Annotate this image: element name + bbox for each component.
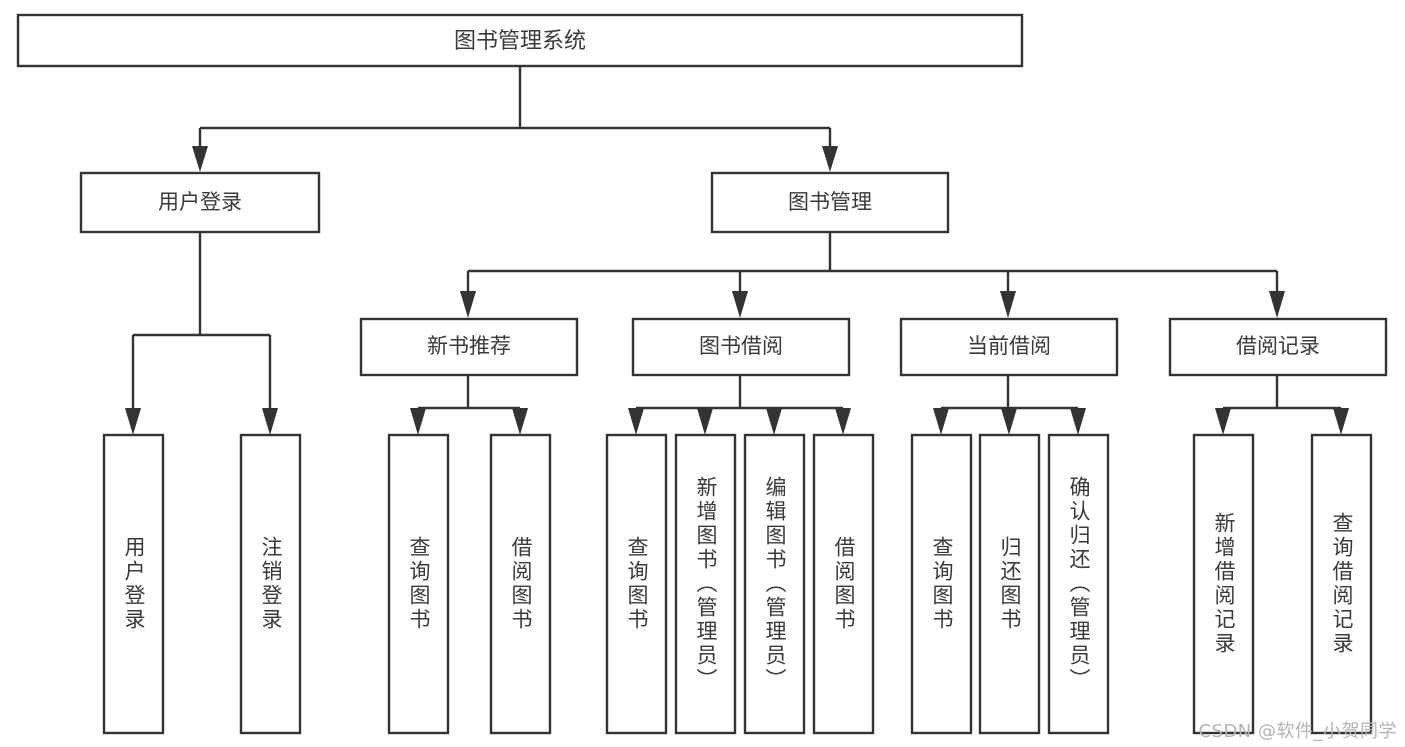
arrow-head-cb-leaf-1 [933,408,949,435]
leaf-box-book-borrow-2[interactable] [743,433,806,735]
connector-group-book-borrow [628,375,851,435]
arrow-head-book-manage [822,146,838,172]
arrow-head-leaf-logout [262,408,278,435]
arrow-head-br-leaf-1 [1215,408,1231,435]
node-book-manage[interactable]: 图书管理 [710,171,950,234]
node-label-root: 图书管理系统 [454,29,586,54]
arrow-head-bb-leaf-4 [835,408,851,435]
node-current-borrow[interactable]: 当前借阅 [899,317,1119,377]
leaf-box-new-book-0[interactable] [387,433,450,735]
leaf-box-book-borrow-3[interactable] [812,433,875,735]
node-box-current-borrow[interactable] [899,317,1119,377]
node-label-book-manage: 图书管理 [788,190,872,214]
leaf-box-user-login-0[interactable] [102,433,165,735]
leaf-box-current-borrow-0[interactable] [910,433,973,735]
arrow-head-bb-leaf-3 [766,408,782,435]
arrow-head-bb-leaf-1 [628,408,644,435]
arrow-head-nb-leaf-1 [410,408,426,435]
arrow-head-current-borrow [1000,291,1016,318]
node-new-book-recommend[interactable]: 新书推荐 [359,317,579,377]
connector-group-root [192,66,838,172]
arrow-head-nb-leaf-2 [512,408,528,435]
connector-group-user-login [125,232,278,435]
connector-group-new-book [410,375,528,435]
arrow-head-new-book [460,291,476,318]
leaf-box-current-borrow-2[interactable] [1047,433,1110,735]
leaf-box-borrow-record-1[interactable] [1310,433,1373,735]
arrow-head-br-leaf-2 [1333,408,1349,435]
arrow-head-user-login [192,146,208,172]
node-label-borrow-record: 借阅记录 [1236,334,1320,358]
leaf-box-book-borrow-0[interactable] [605,433,668,735]
leaf-group-borrow-record [1192,433,1373,735]
node-box-book-manage[interactable] [710,171,950,234]
leaf-box-user-login-1[interactable] [239,433,302,735]
node-label-current-borrow: 当前借阅 [967,334,1051,358]
leaf-box-new-book-1[interactable] [489,433,552,735]
arrow-head-bb-leaf-2 [697,408,713,435]
node-book-borrow[interactable]: 图书借阅 [631,317,851,377]
node-box-new-book-recommend[interactable] [359,317,579,377]
node-borrow-record[interactable]: 借阅记录 [1168,317,1388,377]
leaf-box-borrow-record-0[interactable] [1192,433,1255,735]
leaf-group-user-login [102,433,302,735]
node-label-book-borrow: 图书借阅 [699,334,783,358]
csdn-watermark: CSDN @软件_小贺同学 [1198,721,1397,742]
node-box-book-borrow[interactable] [631,317,851,377]
arrow-head-book-borrow [732,291,748,318]
connector-group-borrow-record [1215,375,1349,435]
leaf-group-current-borrow [910,433,1110,735]
connector-group-current-borrow [933,375,1086,435]
node-box-root[interactable] [16,13,1024,68]
arrow-head-cb-leaf-3 [1070,408,1086,435]
node-root[interactable]: 图书管理系统 [16,13,1024,68]
leaf-box-current-borrow-1[interactable] [978,433,1041,735]
leaf-group-new-book [387,433,552,735]
connector-group-book-manage [460,232,1285,318]
arrow-head-borrow-record [1269,291,1285,318]
node-label-new-book-recommend: 新书推荐 [427,334,511,358]
node-box-borrow-record[interactable] [1168,317,1388,377]
node-user-login[interactable]: 用户登录 [79,171,321,234]
node-box-user-login[interactable] [79,171,321,234]
arrow-head-leaf-user-login [125,408,141,435]
node-label-user-login: 用户登录 [158,190,242,214]
leaf-box-book-borrow-1[interactable] [674,433,737,735]
leaf-group-book-borrow [605,433,875,735]
arrow-head-cb-leaf-2 [1001,408,1017,435]
